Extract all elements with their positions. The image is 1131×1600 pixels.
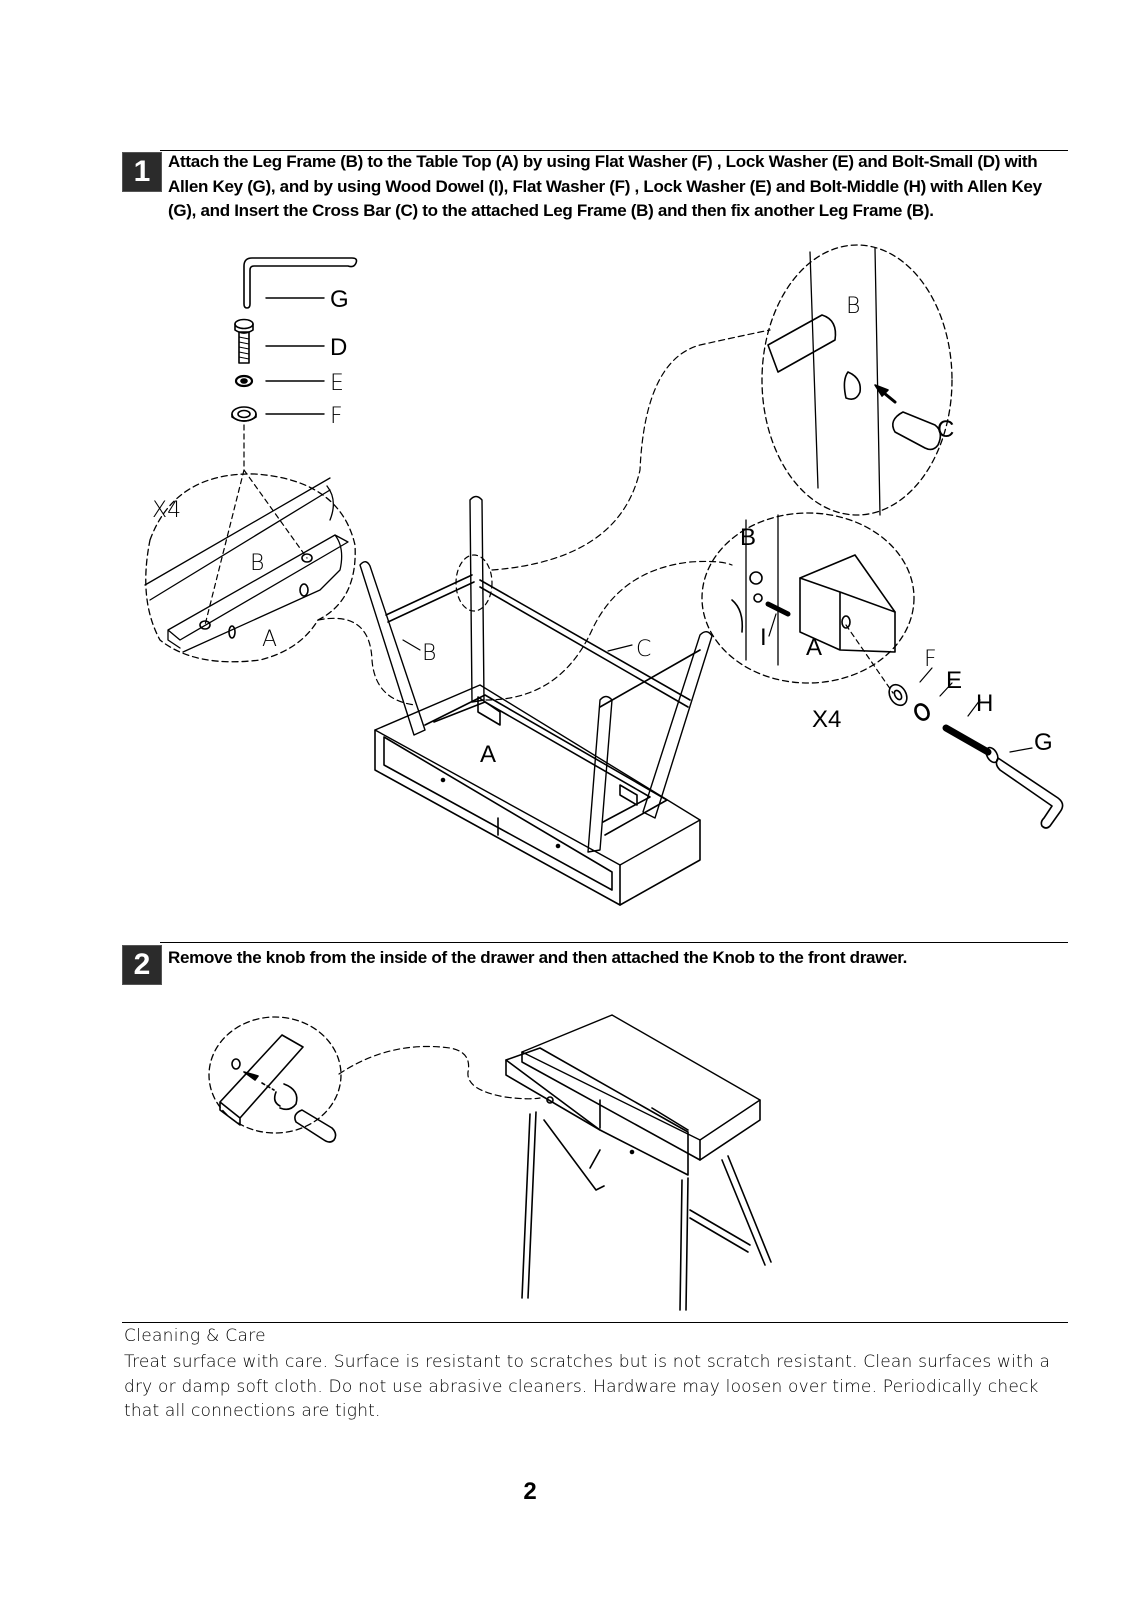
- desk-illustration: [505, 1014, 772, 1311]
- page-number: 2: [523, 1478, 537, 1505]
- step1-badge: 1: [122, 152, 162, 192]
- label-x4-left: X4: [152, 498, 181, 523]
- left-detail-circle: [144, 473, 356, 663]
- allen-key-right-icon: [995, 757, 1064, 829]
- diagram-labels: G D E F X4 B A B C A B C B I A F E H X4 …: [152, 286, 1053, 768]
- label-g: G: [330, 286, 349, 313]
- care-body: Treat surface with care. Surface is resi…: [124, 1352, 1051, 1421]
- allen-key-icon: [243, 257, 358, 309]
- lock-washer-right-icon: [914, 703, 930, 721]
- label-h-right: H: [976, 690, 993, 717]
- label-c-bar: C: [636, 637, 651, 662]
- label-b-leg: B: [422, 641, 436, 666]
- table-illustration: [359, 495, 713, 906]
- label-f: F: [330, 404, 343, 429]
- step2-badge: 2: [122, 945, 162, 985]
- label-a-left: A: [262, 627, 277, 652]
- care-rule: [122, 1322, 1068, 1323]
- knob-detail-circle: [208, 1016, 342, 1143]
- flat-washer-icon: [231, 406, 257, 422]
- leg-bracket-detail-circle: [701, 512, 915, 684]
- label-a-top: A: [480, 741, 496, 768]
- label-f-right: F: [924, 647, 937, 672]
- label-g-right: G: [1034, 729, 1053, 756]
- label-e-right: E: [946, 667, 962, 694]
- label-x4-right: X4: [812, 706, 841, 733]
- care-title: Cleaning & Care: [124, 1326, 266, 1346]
- label-b-right: B: [740, 524, 756, 551]
- step2-rule: [160, 942, 1068, 943]
- flat-washer-right-icon: [888, 683, 908, 707]
- label-a-right: A: [806, 634, 822, 661]
- bolt-small-icon: [234, 318, 254, 364]
- step1-instructions: Attach the Leg Frame (B) to the Table To…: [168, 152, 1042, 220]
- label-d: D: [330, 334, 347, 361]
- label-b-detail: B: [846, 294, 860, 319]
- lock-washer-icon: [234, 374, 254, 388]
- label-b-left: B: [250, 551, 264, 576]
- label-c-detail: C: [937, 416, 954, 443]
- label-i-right: I: [760, 624, 767, 651]
- bolt-middle-icon: [942, 724, 999, 764]
- cross-bar-detail-circle: [761, 244, 953, 516]
- label-e: E: [330, 371, 344, 396]
- step1-rule: [160, 150, 1068, 151]
- step2-instructions: Remove the knob from the inside of the d…: [168, 948, 908, 967]
